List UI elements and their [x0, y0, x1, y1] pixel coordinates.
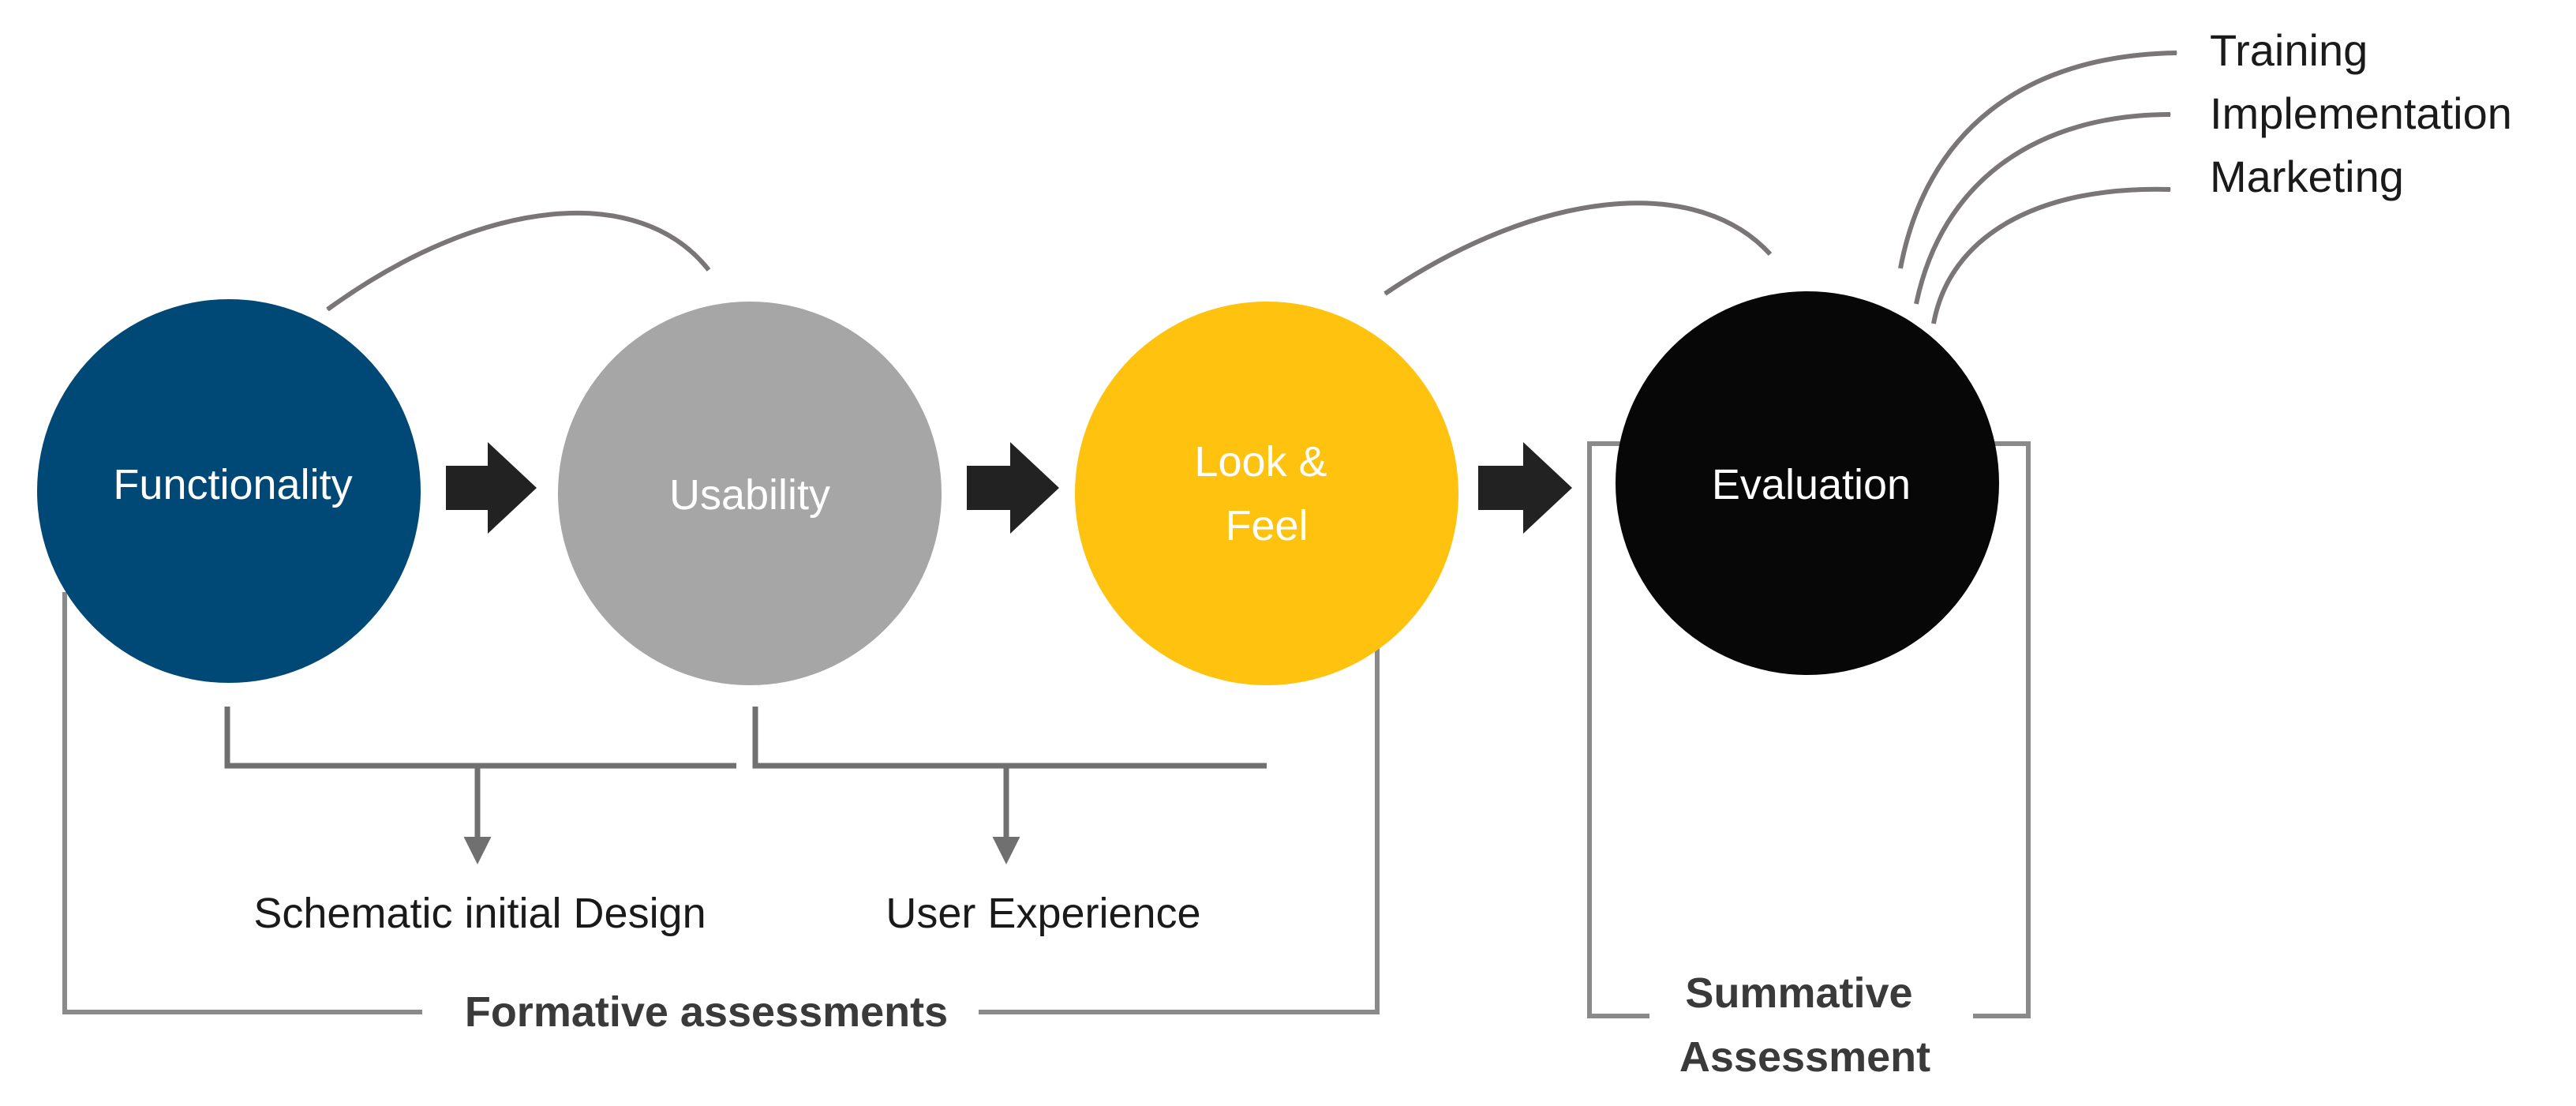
summative-label-line-1: Summative	[1685, 969, 1912, 1017]
stage-evaluation: Evaluation	[1616, 291, 1999, 675]
stage-evaluation-label: Evaluation	[1712, 461, 1911, 508]
output-arrow-implementation	[1914, 112, 2172, 305]
flow-arrow-2	[967, 442, 1059, 534]
user-experience-connector	[752, 707, 1267, 769]
stage-look-and-feel: Look & Feel	[1075, 302, 1458, 685]
note-schematic-initial-design: Schematic initial Design	[253, 890, 706, 937]
output-label-marketing: Marketing	[2210, 152, 2404, 201]
stage-evaluation-circle	[1616, 291, 1999, 675]
summative-label-line-2: Assessment	[1679, 1033, 1930, 1081]
stage-usability-label: Usability	[669, 471, 830, 519]
flow-arrow-1	[446, 442, 537, 534]
feedback-arrow-evaluation-to-look-and-feel	[1383, 201, 1773, 296]
formative-label: Formative assessments	[465, 988, 948, 1036]
formative-bracket	[62, 592, 1380, 1014]
summative-bracket	[1587, 441, 2031, 1018]
stage-usability: Usability	[558, 302, 942, 685]
schematic-connector	[224, 707, 736, 769]
note-user-experience: User Experience	[886, 890, 1200, 937]
flow-arrow-3	[1478, 442, 1572, 534]
summative-label: Summative Assessment	[1679, 969, 1930, 1081]
stage-functionality: Functionality	[37, 299, 421, 683]
output-arrow-training	[1898, 51, 2178, 269]
stage-look-and-feel-circle	[1075, 302, 1458, 685]
stage-functionality-label: Functionality	[113, 461, 352, 508]
stage-look-and-feel-label: Look & Feel	[1194, 438, 1339, 549]
output-label-implementation: Implementation	[2210, 88, 2512, 138]
feedback-arrow-usability-to-functionality	[326, 210, 711, 312]
stage-usability-circle	[558, 302, 942, 685]
output-arrow-marketing	[1931, 186, 2172, 324]
output-label-training: Training	[2210, 25, 2368, 75]
stage-functionality-circle	[37, 299, 421, 683]
